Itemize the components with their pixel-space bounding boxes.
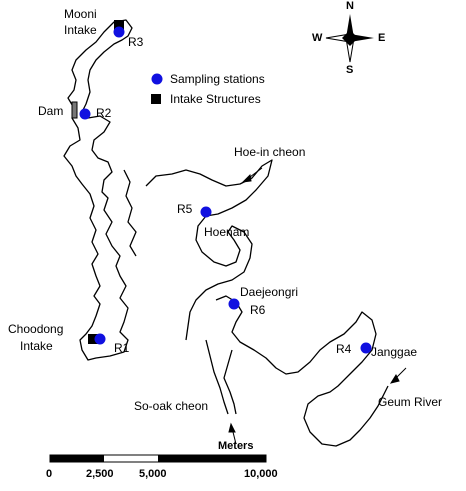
intake-structure-choodong — [88, 334, 98, 344]
arrow-head-hoein — [241, 173, 252, 183]
place-label-hoein-cheon: Hoe-in cheon — [234, 145, 306, 159]
place-label-sooak-cheon: So-oak cheon — [134, 399, 209, 413]
station-marker-r5 — [200, 206, 212, 218]
scale-tick-2500: 2,500 — [86, 468, 114, 480]
place-label-hoenam: Hoenam — [204, 225, 250, 239]
scale-tick-10000: 10,000 — [244, 468, 278, 480]
legend-sampling-stations: Sampling stations — [170, 72, 265, 86]
dam-structure — [71, 101, 78, 119]
reservoir-outline — [63, 19, 389, 447]
place-label-mooni: Mooni — [64, 7, 97, 21]
station-marker-r2 — [79, 108, 91, 120]
station-label-r4: R4 — [336, 342, 352, 356]
legend-circle-marker — [151, 73, 163, 85]
place-label-dam: Dam — [38, 104, 64, 118]
place-label-janggae: Janggae — [371, 345, 418, 359]
place-label-mooni-intake: Intake — [64, 23, 97, 37]
station-label-r1: R1 — [114, 341, 130, 355]
station-marker-r4 — [360, 342, 372, 354]
scale-tick-5000: 5,000 — [139, 468, 167, 480]
legend-intake-structures: Intake Structures — [170, 92, 261, 106]
station-marker-r3 — [113, 26, 125, 38]
station-marker-r6 — [228, 298, 240, 310]
arrow-head-geum — [389, 373, 400, 384]
legend-square-marker — [151, 94, 161, 104]
place-label-choodong-intake: Intake — [20, 339, 53, 353]
arrow-head-sooak — [228, 422, 236, 433]
scale-bar — [49, 454, 267, 463]
station-label-r3: R3 — [128, 35, 144, 49]
flow-arrows — [228, 167, 407, 445]
station-marker-r1 — [94, 333, 106, 345]
compass-west-label: W — [312, 32, 323, 44]
compass-rose — [325, 14, 374, 63]
station-label-r6: R6 — [250, 303, 266, 317]
station-label-r5: R5 — [177, 202, 193, 216]
place-label-choodong: Choodong — [8, 322, 64, 336]
scale-tick-0: 0 — [46, 468, 53, 480]
compass-north-label: N — [346, 0, 354, 12]
station-label-r2: R2 — [96, 106, 112, 120]
compass-east-label: E — [378, 32, 386, 44]
compass-south-label: S — [346, 64, 354, 76]
intake-structure-mooni — [114, 20, 124, 30]
scale-unit-label: Meters — [218, 440, 254, 452]
place-label-geum-river: Geum River — [378, 395, 443, 409]
place-label-daejeongri: Daejeongri — [240, 285, 299, 299]
